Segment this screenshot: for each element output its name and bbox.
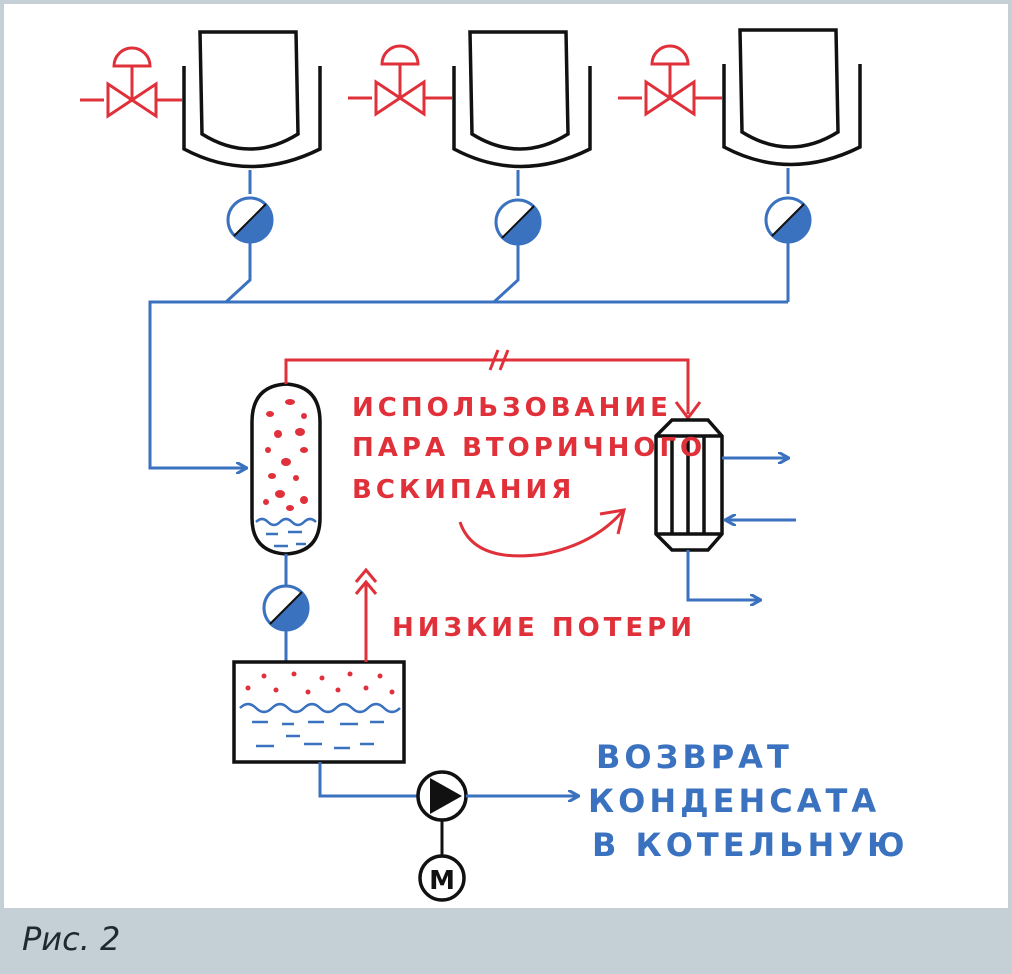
reactor-3: [618, 28, 862, 302]
condensate-header: [148, 300, 788, 468]
vent-line: [354, 567, 378, 662]
condensate-return-line-3: В КОТЕЛЬНУЮ: [592, 826, 909, 864]
figure-caption: Рис. 2: [22, 920, 121, 958]
steam-trap-icon: [764, 196, 812, 244]
steam-condensate-diagram: М ИСПОЛЬЗОВАНИЕ ПАРА ВТОРИЧНОГО ВСКИПАНИ…: [4, 4, 1008, 910]
heat-exchanger-connections: [686, 458, 796, 600]
reactor-2: [348, 30, 592, 304]
low-losses-label: НИЗКИЕ ПОТЕРИ: [392, 613, 696, 643]
motor-icon: М: [418, 854, 466, 902]
condensate-return-line-1: ВОЗВРАТ: [596, 738, 793, 776]
flash-steam-label-line-1: ИСПОЛЬЗОВАНИЕ: [352, 393, 672, 423]
control-valve-icon: [618, 44, 722, 117]
pump-icon: [416, 770, 468, 822]
steam-trap-icon: [226, 196, 274, 244]
steam-trap-icon: [262, 584, 310, 632]
diagram-svg: М ИСПОЛЬЗОВАНИЕ ПАРА ВТОРИЧНОГО ВСКИПАНИ…: [80, 28, 909, 902]
heat-exchanger-icon: [654, 418, 724, 552]
curved-arrow: [458, 508, 627, 558]
reactor-1: [80, 30, 322, 304]
condensate-return-label: ВОЗВРАТ КОНДЕНСАТА В КОТЕЛЬНУЮ: [588, 738, 909, 864]
flash-steam-label-line-3: ВСКИПАНИЯ: [352, 475, 575, 505]
flash-steam-label-line-2: ПАРА ВТОРИЧНОГО: [352, 433, 706, 463]
control-valve-icon: [80, 46, 182, 119]
steam-trap-icon: [494, 198, 542, 246]
flash-vessel-icon: [250, 382, 322, 556]
jacketed-vessel-icon: [182, 30, 322, 169]
jacketed-vessel-icon: [722, 28, 862, 167]
figure-caption-bar: Рис. 2: [0, 908, 1012, 974]
flash-steam-label: ИСПОЛЬЗОВАНИЕ ПАРА ВТОРИЧНОГО ВСКИПАНИЯ: [352, 393, 706, 505]
condensate-tank-icon: [232, 660, 406, 764]
motor-label: М: [429, 866, 455, 896]
control-valve-icon: [348, 44, 452, 117]
jacketed-vessel-icon: [452, 30, 592, 169]
condensate-return-line-2: КОНДЕНСАТА: [588, 782, 880, 820]
flash-steam-line: [284, 349, 702, 421]
